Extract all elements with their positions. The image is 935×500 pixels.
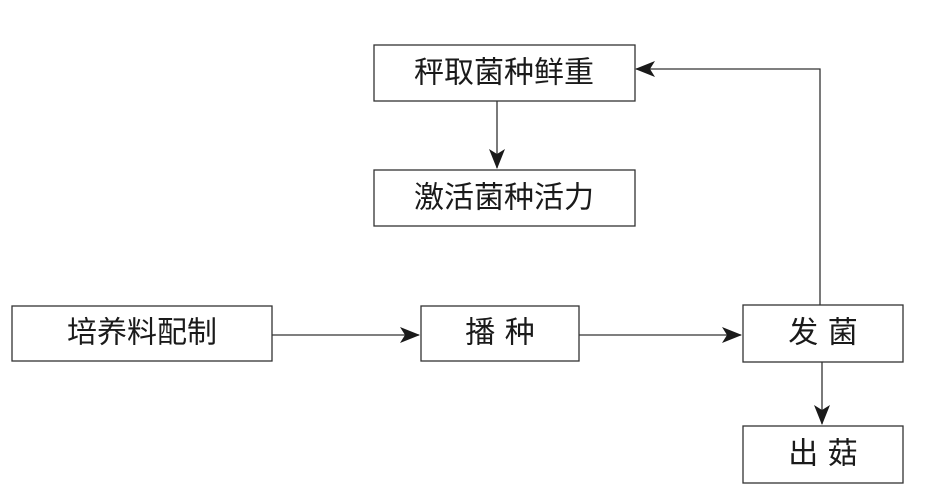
edge-spawn-run-feedback-to-weigh bbox=[635, 61, 821, 305]
node-activate: 激活菌种活力 bbox=[373, 169, 636, 227]
edges-layer bbox=[272, 61, 830, 425]
node-prepare: 培养料配制 bbox=[11, 305, 273, 362]
node-sow-box bbox=[420, 305, 580, 362]
node-sow-label: 播 种 bbox=[465, 316, 535, 351]
node-prepare-label: 培养料配制 bbox=[67, 316, 217, 351]
node-spawn-run-box bbox=[742, 304, 904, 363]
node-spawn-run-label: 发 菌 bbox=[788, 316, 858, 351]
node-activate-label: 激活菌种活力 bbox=[414, 181, 594, 216]
node-prepare-box bbox=[11, 305, 273, 362]
node-fruiting: 出 菇 bbox=[742, 425, 904, 484]
node-weigh-label: 秤取菌种鲜重 bbox=[414, 56, 594, 91]
node-activate-box bbox=[373, 169, 636, 227]
node-fruiting-label: 出 菇 bbox=[788, 437, 858, 472]
node-spawn-run: 发 菌 bbox=[742, 304, 904, 363]
node-weigh-box bbox=[373, 44, 636, 102]
node-sow: 播 种 bbox=[420, 305, 580, 362]
node-weigh: 秤取菌种鲜重 bbox=[373, 44, 636, 102]
node-fruiting-box bbox=[742, 425, 904, 484]
